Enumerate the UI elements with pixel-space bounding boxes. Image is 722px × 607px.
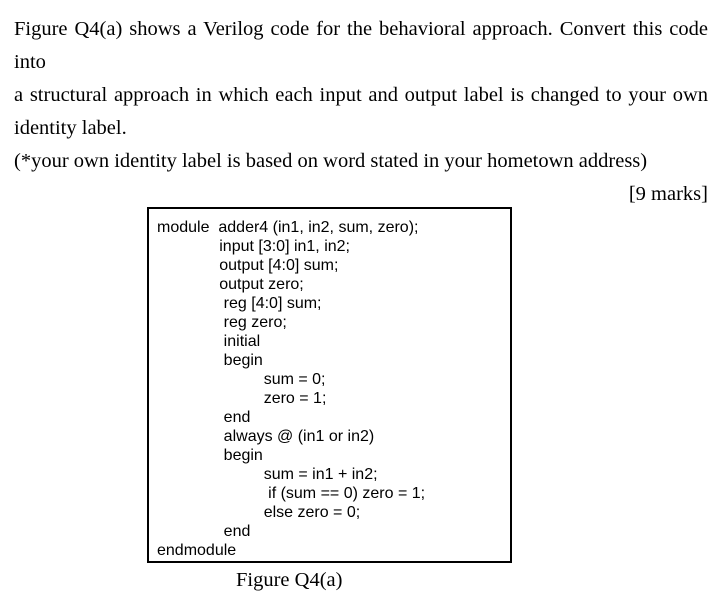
code-lines: module adder4 (in1, in2, sum, zero); inp… [157,218,504,560]
code-line: sum = 0; [157,371,326,388]
code-line: input [3:0] in1, in2; [157,238,350,255]
code-line: begin [157,447,263,464]
marks-label: [9 marks] [628,183,708,205]
code-line: endmodule [157,542,237,559]
verilog-code-box: module adder4 (in1, in2, sum, zero); inp… [147,207,512,563]
question-line-1: Figure Q4(a) shows a Verilog code for th… [14,18,708,73]
code-line: if (sum == 0) zero = 1; [157,485,426,502]
code-line: output [4:0] sum; [157,257,339,274]
code-line: zero = 1; [157,390,327,407]
code-line: begin [157,352,263,369]
code-line: output zero; [157,276,304,293]
question-line-2: a structural approach in which each inpu… [14,84,708,106]
code-line: always @ (in1 or in2) [157,428,375,445]
code-line: reg [4:0] sum; [157,295,322,312]
question-note-line: (*your own identity label is based on wo… [14,150,648,172]
code-line: else zero = 0; [157,504,361,521]
code-line: reg zero; [157,314,287,331]
code-line: end [157,409,251,426]
question-line-3: identity label. [14,117,127,139]
question-block: Figure Q4(a) shows a Verilog code for th… [14,13,708,211]
figure-caption: Figure Q4(a) [236,569,343,591]
code-line: module adder4 (in1, in2, sum, zero); [157,219,419,236]
code-line: initial [157,333,261,350]
code-line: sum = in1 + in2; [157,466,378,483]
code-line: end [157,523,251,540]
